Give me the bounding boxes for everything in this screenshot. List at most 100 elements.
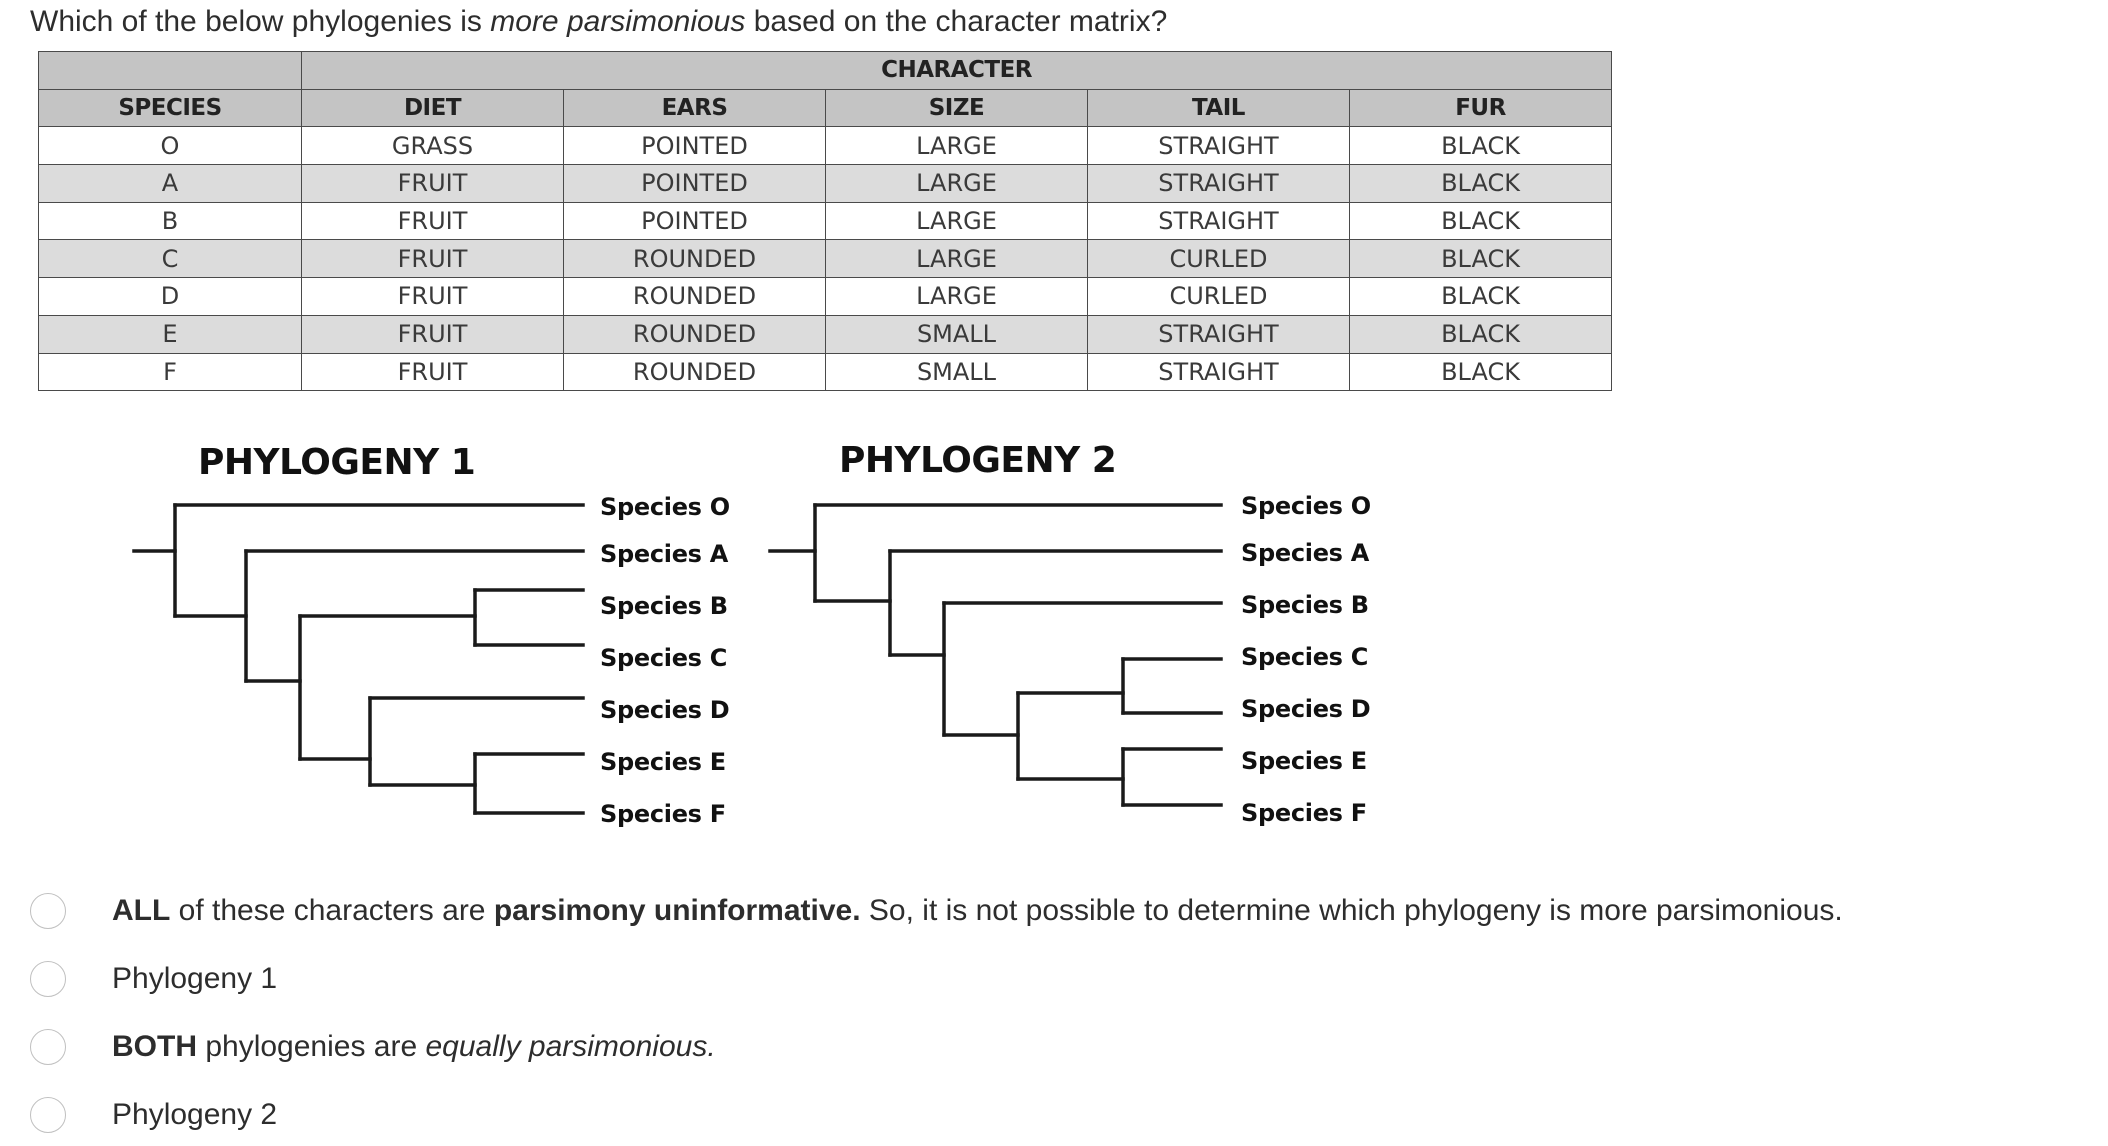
column-header-tail: TAIL <box>1087 88 1350 128</box>
cell-species: B <box>38 201 302 241</box>
question-emphasis: more parsimonious <box>490 5 746 38</box>
option-bold-uninformative: parsimony uninformative. <box>493 894 861 927</box>
tree2-tip-O: Species O <box>1241 492 1371 520</box>
cell-diet: FRUIT <box>301 352 564 392</box>
column-header-species: SPECIES <box>38 88 302 128</box>
option-both-equal[interactable]: BOTH phylogenies are equally parsimoniou… <box>30 1022 716 1072</box>
radio-button[interactable] <box>30 1097 66 1133</box>
tree1-tip-E: Species E <box>600 748 726 776</box>
matrix-group-header-row: CHARACTER <box>38 51 1613 90</box>
cell-species: O <box>38 126 302 166</box>
cell-size: SMALL <box>825 314 1088 354</box>
cell-diet: FRUIT <box>301 239 564 279</box>
cell-fur: BLACK <box>1348 314 1613 354</box>
question-suffix: based on the character matrix? <box>745 5 1168 38</box>
tree2-tip-D: Species D <box>1241 695 1371 723</box>
question-text: Which of the below phylogenies is more p… <box>30 2 1167 42</box>
cell-species: E <box>38 314 302 354</box>
cell-tail: STRAIGHT <box>1087 126 1350 166</box>
column-header-ears: EARS <box>563 88 826 128</box>
column-header-size: SIZE <box>825 88 1088 128</box>
cell-tail: STRAIGHT <box>1087 314 1350 354</box>
cell-diet: GRASS <box>301 126 564 166</box>
cell-tail: STRAIGHT <box>1087 201 1350 241</box>
cell-fur: BLACK <box>1348 352 1613 392</box>
cell-ears: POINTED <box>563 126 826 166</box>
option-bold-all: ALL <box>112 894 171 927</box>
cell-fur: BLACK <box>1348 239 1613 279</box>
cell-fur: BLACK <box>1348 164 1613 203</box>
option-text-part1: of these characters are <box>170 894 494 927</box>
option-text-part1: phylogenies are <box>197 1030 426 1063</box>
option-all-uninformative[interactable]: ALL of these characters are parsimony un… <box>30 886 1843 936</box>
option-bold-both: BOTH <box>112 1030 197 1063</box>
cell-ears: POINTED <box>563 201 826 241</box>
question-prefix: Which of the below phylogenies is <box>30 5 491 38</box>
cell-ears: ROUNDED <box>563 314 826 354</box>
matrix-column-header-row: SPECIES DIET EARS SIZE TAIL FUR <box>38 88 1613 128</box>
phylogeny-1-title: PHYLOGENY 1 <box>198 442 476 483</box>
option-label: Phylogeny 2 <box>112 1098 278 1131</box>
cell-ears: ROUNDED <box>563 277 826 316</box>
cell-diet: FRUIT <box>301 277 564 316</box>
cell-size: LARGE <box>825 201 1088 241</box>
tree1-tip-O: Species O <box>600 493 730 521</box>
cell-fur: BLACK <box>1348 201 1613 241</box>
tree1-tip-C: Species C <box>600 644 728 672</box>
cell-diet: FRUIT <box>301 201 564 241</box>
cell-size: LARGE <box>825 277 1088 316</box>
phylogeny-2-title: PHYLOGENY 2 <box>839 440 1117 481</box>
phylogeny-2-tree <box>768 503 1223 807</box>
cell-size: LARGE <box>825 126 1088 166</box>
cell-fur: BLACK <box>1348 126 1613 166</box>
option-label: ALL of these characters are parsimony un… <box>112 894 1843 928</box>
phylogeny-1-tree <box>132 503 585 815</box>
cell-ears: ROUNDED <box>563 239 826 279</box>
cell-species: C <box>38 239 302 279</box>
cell-size: LARGE <box>825 239 1088 279</box>
cell-ears: POINTED <box>563 164 826 203</box>
tree2-tip-F: Species F <box>1241 799 1367 827</box>
cell-fur: BLACK <box>1348 277 1613 316</box>
option-phylogeny-1[interactable]: Phylogeny 1 <box>30 954 277 1004</box>
option-label: BOTH phylogenies are equally parsimoniou… <box>112 1030 716 1064</box>
cell-tail: STRAIGHT <box>1087 164 1350 203</box>
radio-button[interactable] <box>30 893 66 929</box>
column-header-fur: FUR <box>1348 88 1613 128</box>
option-italic-equal: equally parsimonious. <box>425 1030 716 1063</box>
cell-species: F <box>38 352 302 392</box>
tree2-tip-A: Species A <box>1241 539 1369 567</box>
option-text-part2: So, it is not possible to determine whic… <box>860 894 1843 927</box>
tree2-tip-C: Species C <box>1241 643 1369 671</box>
radio-button[interactable] <box>30 1029 66 1065</box>
tree1-tip-B: Species B <box>600 592 728 620</box>
cell-species: A <box>38 164 302 203</box>
cell-diet: FRUIT <box>301 164 564 203</box>
cell-tail: CURLED <box>1087 239 1350 279</box>
option-label: Phylogeny 1 <box>112 962 278 995</box>
cell-ears: ROUNDED <box>563 352 826 392</box>
cell-size: SMALL <box>825 352 1088 392</box>
character-group-header: CHARACTER <box>300 51 1613 90</box>
tree1-tip-A: Species A <box>600 540 728 568</box>
tree2-tip-E: Species E <box>1241 747 1367 775</box>
character-matrix-table: CHARACTER SPECIES DIET EARS SIZE TAIL FU… <box>38 51 1613 392</box>
cell-tail: STRAIGHT <box>1087 352 1350 392</box>
cell-tail: CURLED <box>1087 277 1350 316</box>
tree2-tip-B: Species B <box>1241 591 1369 619</box>
tree1-tip-D: Species D <box>600 696 730 724</box>
cell-species: D <box>38 277 302 316</box>
option-phylogeny-2[interactable]: Phylogeny 2 <box>30 1090 277 1140</box>
cell-diet: FRUIT <box>301 314 564 354</box>
radio-button[interactable] <box>30 961 66 997</box>
cell-size: LARGE <box>825 164 1088 203</box>
tree1-tip-F: Species F <box>600 800 726 828</box>
matrix-corner-cell <box>38 51 302 90</box>
